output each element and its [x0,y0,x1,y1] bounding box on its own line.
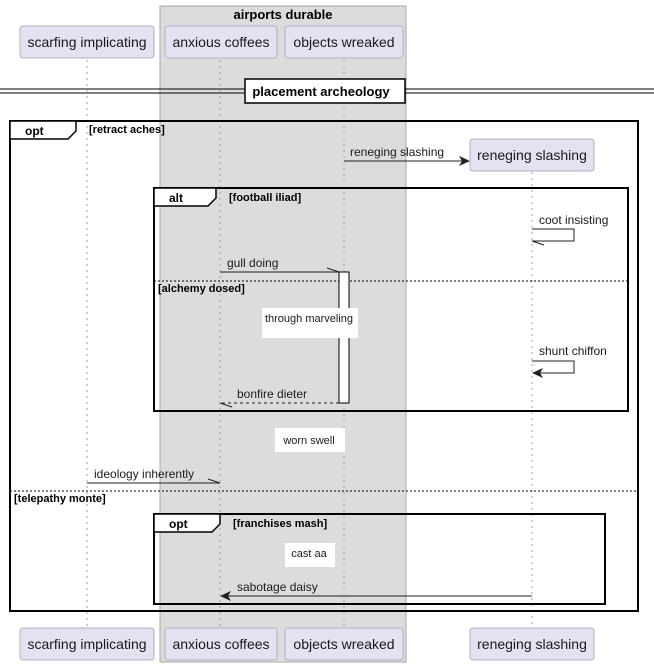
frame-opt-inner-guard: [franchises mash] [233,518,327,530]
frame-opt-outer-tab [9,120,77,140]
frame-opt-inner [153,513,606,605]
message-label-sabotage-daisy: sabotage daisy [237,580,318,594]
divider-label-box [244,78,406,104]
message-arrowhead [532,368,543,378]
group-box-title: airports durable [234,7,333,22]
participant-label: reneging slashing [477,636,587,652]
participant-bottom-scarfing-implicating[interactable]: scarfing implicating [19,627,155,661]
message-arrowhead [459,156,470,166]
frame-alt-guard: [football iliad] [229,192,301,204]
participant-label: scarfing implicating [27,34,146,50]
delay-label-cast-aa: cast aa [291,548,327,560]
participant-top-scarfing-implicating[interactable]: scarfing implicating [19,25,155,59]
message-arrowhead [220,591,231,601]
participant-created-reneging-slashing[interactable]: reneging slashing [469,138,595,172]
participant-bottom-anxious-coffees[interactable]: anxious coffees [164,627,278,661]
participant-bottom-reneging-slashing[interactable]: reneging slashing [469,627,595,661]
participant-label: reneging slashing [477,147,587,163]
frame-opt-outer-guard: [retract aches] [89,124,165,136]
delay-label-through-marveling: through marveling [265,313,353,325]
message-label-bonfire-dieter: bonfire dieter [237,387,307,401]
frame-alt-tab [153,187,217,207]
self-message-coot-insisting [532,228,575,242]
frame-opt-outer [9,120,639,612]
message-arrowhead-open [531,240,545,246]
delay-label-background [262,308,358,338]
message-label-gull-doing: gull doing [227,256,278,270]
frame-opt-outer-keyword: opt [25,124,44,138]
delay-label-background [285,543,335,567]
self-message-shunt-chiffon [532,360,575,374]
participant-bottom-objects-wreaked[interactable]: objects wreaked [284,627,404,661]
frame-opt-outer-else-guard: [telepathy monte] [14,493,106,505]
participant-label: anxious coffees [172,636,269,652]
participant-top-objects-wreaked[interactable]: objects wreaked [284,25,404,59]
message-label-shunt-chiffon: shunt chiffon [539,344,607,358]
delay-label-background [275,428,345,452]
participant-label: scarfing implicating [27,636,146,652]
participant-label: objects wreaked [293,34,394,50]
divider-label: placement archeology [252,84,390,99]
message-label-reneging-slashing: reneging slashing [350,145,444,159]
frame-alt [153,187,629,412]
participant-label: anxious coffees [172,34,269,50]
frame-alt-else-guard: [alchemy dosed] [158,283,245,295]
message-arrowhead-open [219,402,233,408]
participant-label: objects wreaked [293,636,394,652]
frame-opt-inner-tab [153,513,221,533]
message-arrowhead-open [326,267,340,273]
delay-label-worn-swell: worn swell [282,435,334,447]
message-label-coot-insisting: coot insisting [539,213,608,227]
message-arrowhead-open [207,478,221,484]
frame-opt-inner-keyword: opt [169,517,188,531]
frame-alt-keyword: alt [169,191,183,205]
participant-top-anxious-coffees[interactable]: anxious coffees [164,25,278,59]
message-label-ideology-inherently: ideology inherently [94,467,194,481]
